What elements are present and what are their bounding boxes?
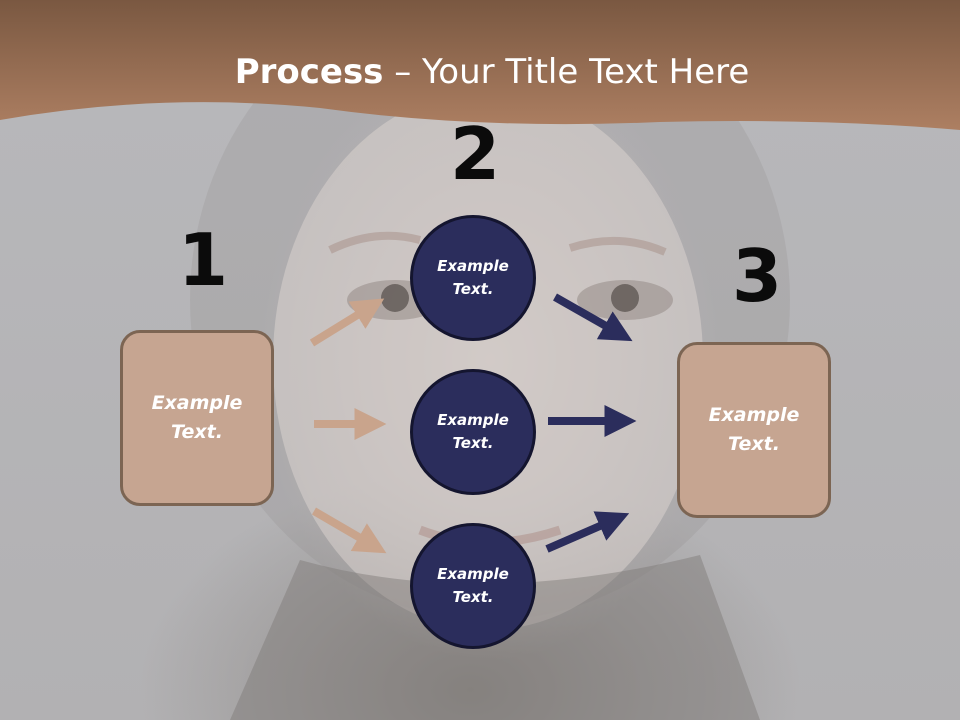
circle-middle: Example Text. <box>410 369 536 495</box>
step-number-1: 1 <box>178 218 229 302</box>
circle-top-text: Example Text. <box>437 257 509 298</box>
arrow-left-top <box>309 298 385 347</box>
step-number-2: 2 <box>450 112 501 196</box>
step-number-3: 3 <box>732 234 783 318</box>
arrow-left-bottom <box>311 507 387 554</box>
arrow-right-top <box>553 293 633 342</box>
box-left-text: Example Text. <box>151 392 243 443</box>
circle-top: Example Text. <box>410 215 536 341</box>
circle-bottom: Example Text. <box>410 523 536 649</box>
box-right-text: Example Text. <box>708 404 800 455</box>
title-rest: – Your Title Text Here <box>383 52 750 92</box>
circle-middle-text: Example Text. <box>437 411 509 452</box>
box-left: Example Text. <box>120 330 274 506</box>
arrow-right-bottom <box>545 511 630 553</box>
slide-title: Process – Your Title Text Here <box>0 52 960 92</box>
header-band <box>0 0 960 130</box>
circle-bottom-text: Example Text. <box>437 565 509 606</box>
box-right: Example Text. <box>677 342 831 518</box>
title-bold: Process <box>234 52 384 92</box>
